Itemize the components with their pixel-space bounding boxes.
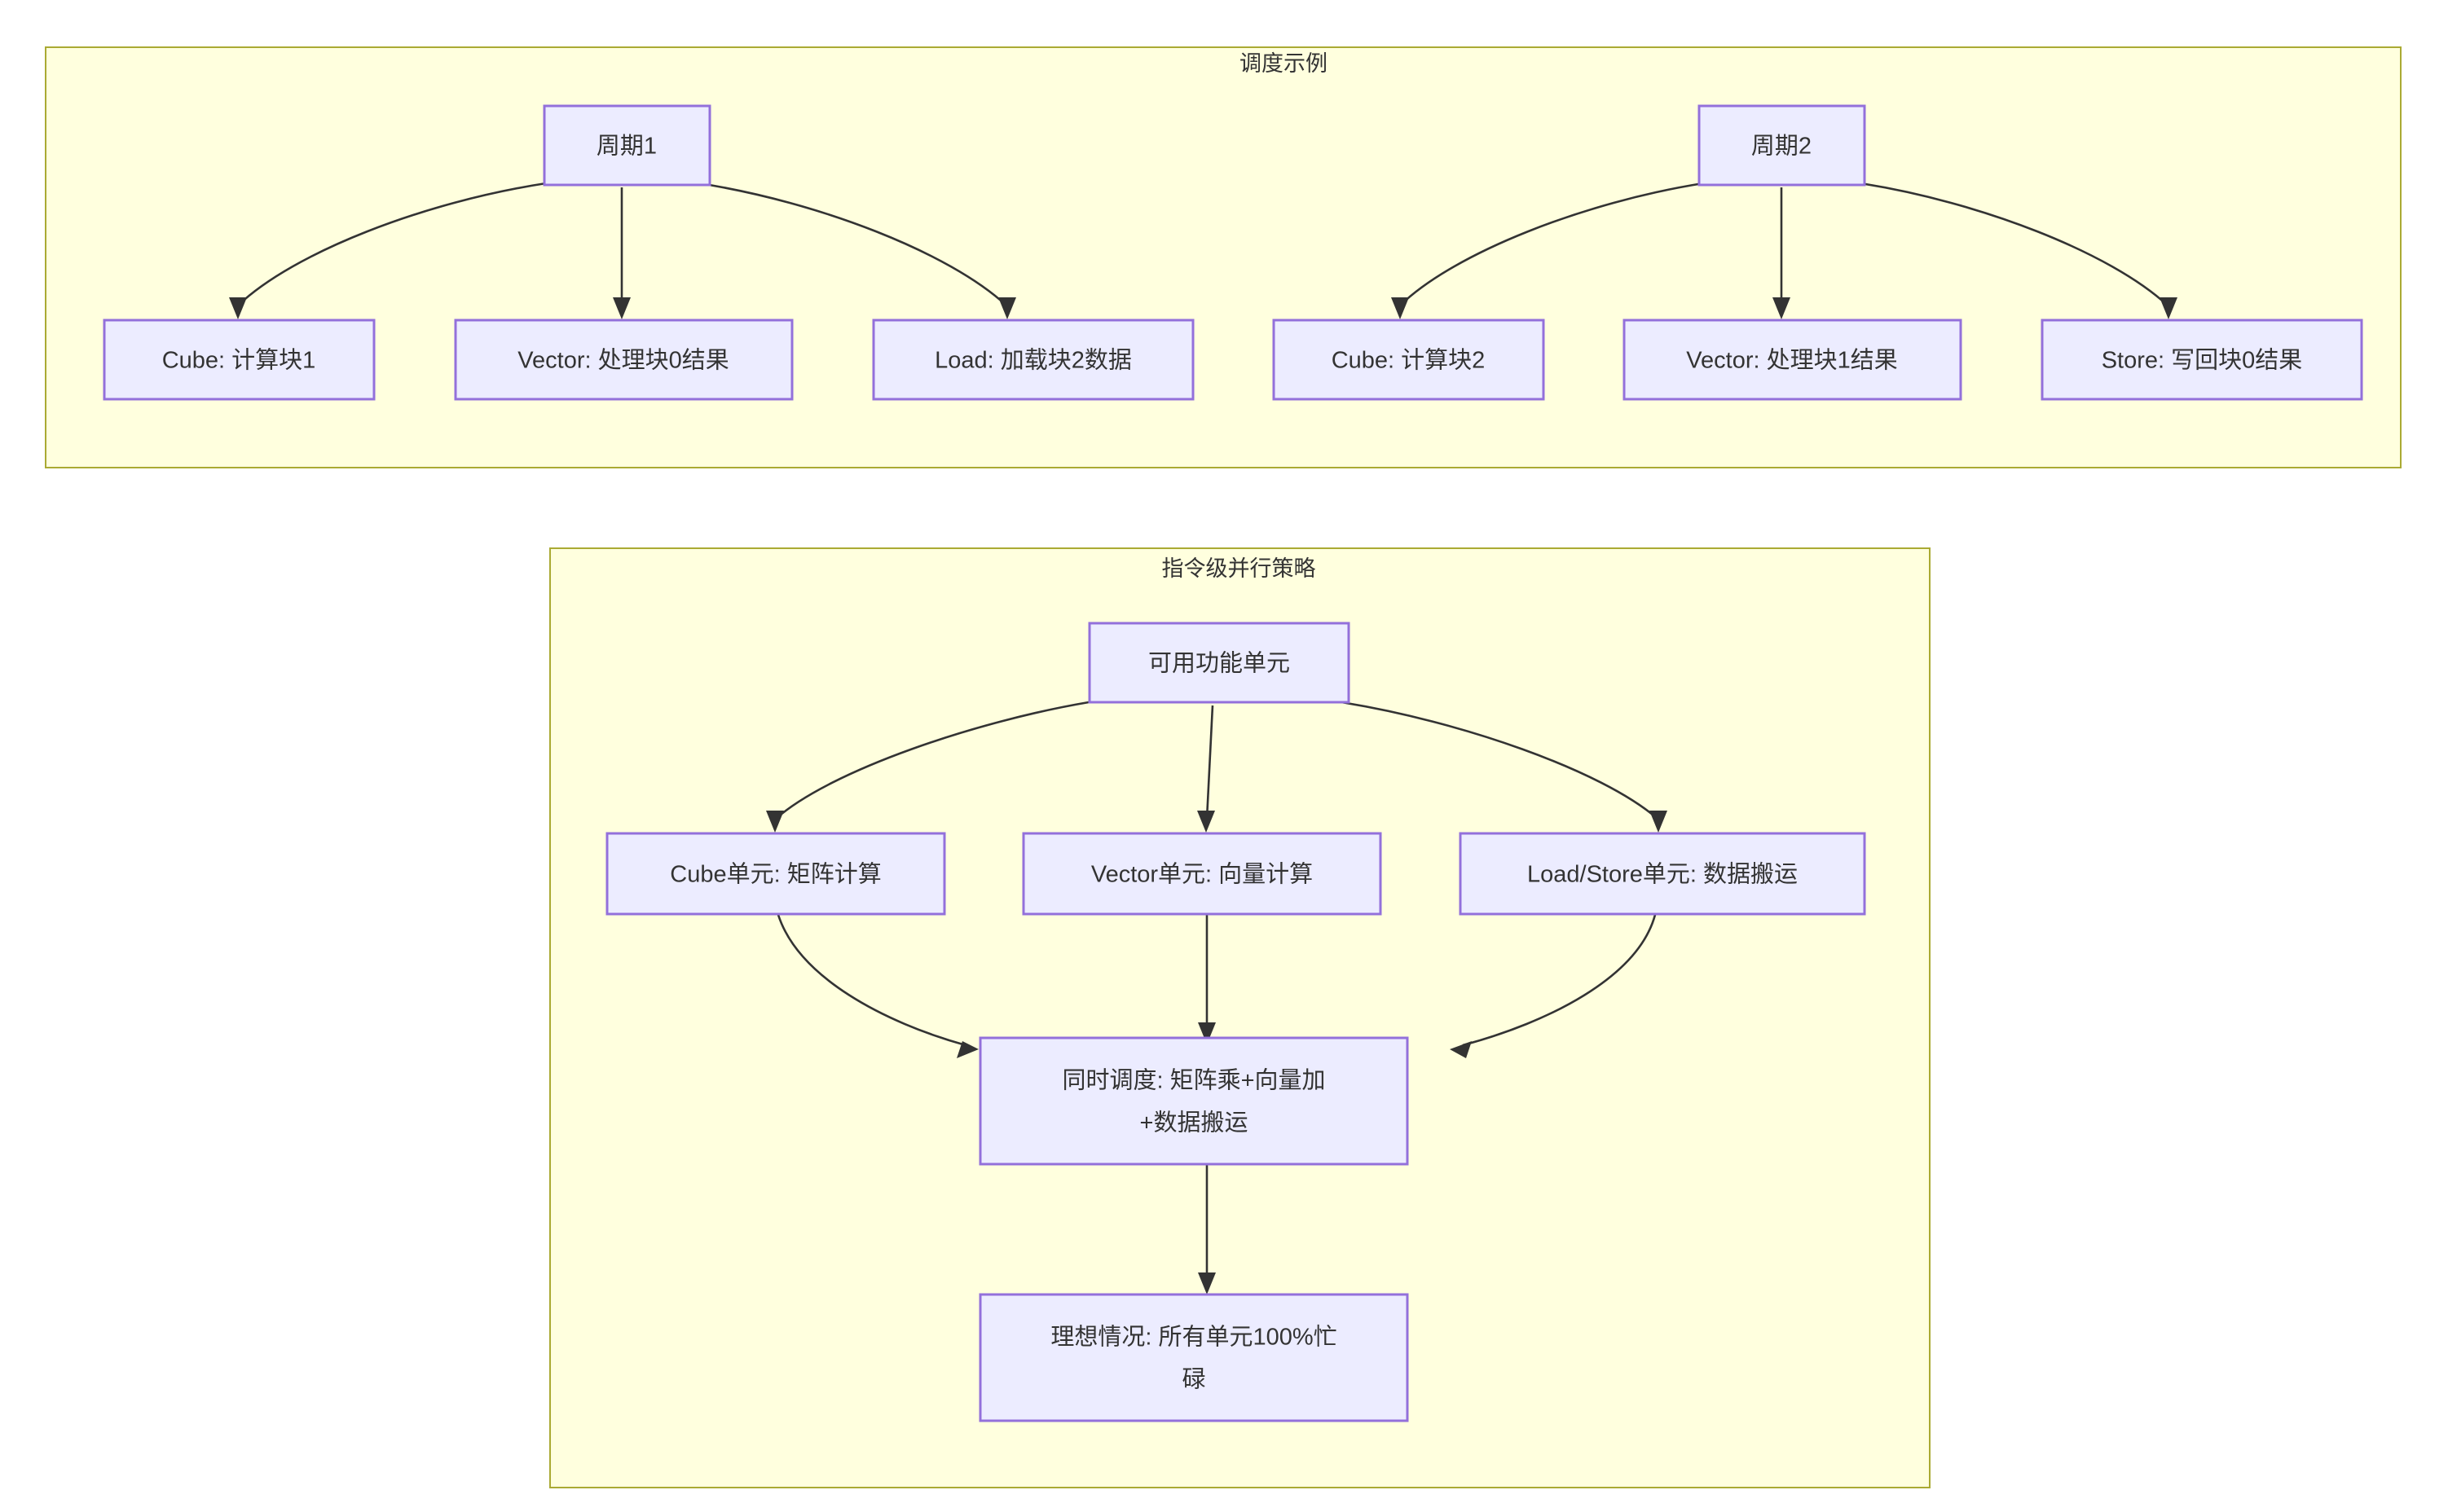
- node-c2-vector[interactable]: Vector: 处理块1结果: [1622, 319, 1962, 401]
- node-vector-unit-box[interactable]: [1022, 832, 1382, 916]
- node-units[interactable]: 可用功能单元: [1088, 622, 1350, 704]
- edge-cycle2-to-store: [1860, 182, 2168, 306]
- node-c1-cube-box[interactable]: [103, 319, 376, 401]
- node-cube-unit-label: Cube单元: 矩阵计算: [670, 861, 881, 888]
- node-c2-store-box[interactable]: [2041, 319, 2363, 401]
- node-cycle1[interactable]: 周期1: [543, 104, 711, 187]
- edge-arrowhead: [1772, 297, 1790, 319]
- node-c1-vector-box[interactable]: [454, 319, 794, 401]
- node-units-label: 可用功能单元: [1148, 650, 1290, 677]
- edge-cube-unit-to-cosched: [777, 914, 966, 1047]
- node-cosched-box[interactable]: [979, 1036, 1409, 1166]
- edge-cycle2-to-cube: [1399, 182, 1704, 306]
- diagram-scheduling-example: 调度示例 周期1 周期2: [45, 46, 2402, 468]
- node-c2-cube-box[interactable]: [1272, 319, 1545, 401]
- edge-arrowhead: [1450, 1041, 1472, 1058]
- node-c2-vector-box[interactable]: [1622, 319, 1962, 401]
- node-c2-store[interactable]: Store: 写回块0结果: [2041, 319, 2363, 401]
- node-c1-load-label: Load: 加载块2数据: [935, 347, 1132, 374]
- node-vector-unit-label: Vector单元: 向量计算: [1091, 861, 1313, 888]
- node-units-box[interactable]: [1088, 622, 1350, 704]
- node-c1-cube[interactable]: Cube: 计算块1: [103, 319, 376, 401]
- node-c1-cube-label: Cube: 计算块1: [162, 347, 316, 374]
- frame-title-scheduling-example: 调度示例: [1239, 51, 1327, 76]
- node-ideal-label-line2: 碌: [1182, 1367, 1205, 1393]
- edge-arrowhead: [2160, 297, 2177, 319]
- node-cube-unit[interactable]: Cube单元: 矩阵计算: [605, 832, 946, 916]
- node-c2-cube-label: Cube: 计算块2: [1332, 347, 1486, 374]
- node-ideal-label-line1: 理想情况: 所有单元100%忙: [1050, 1324, 1336, 1351]
- frame-scheduling-example: [45, 46, 2402, 468]
- edge-arrowhead: [1197, 811, 1215, 833]
- edge-units-to-ls-unit: [1341, 701, 1658, 820]
- node-c1-load-box[interactable]: [872, 319, 1195, 401]
- node-c2-vector-label: Vector: 处理块1结果: [1686, 347, 1897, 374]
- edge-cycle1-to-load: [698, 182, 1007, 306]
- node-c1-vector-label: Vector: 处理块0结果: [517, 347, 729, 374]
- diagram-ilp-strategy: 指令级并行策略 可用功能单元: [549, 547, 1931, 1488]
- edge-ls-unit-to-cosched: [1462, 914, 1657, 1047]
- edge-arrowhead: [766, 811, 784, 833]
- node-cosched[interactable]: 同时调度: 矩阵乘+向量加 +数据搬运: [979, 1036, 1409, 1166]
- edge-arrowhead: [229, 297, 247, 319]
- edge-arrowhead: [613, 297, 631, 319]
- node-cosched-label-line1: 同时调度: 矩阵乘+向量加: [1062, 1067, 1325, 1094]
- node-c2-cube[interactable]: Cube: 计算块2: [1272, 319, 1545, 401]
- node-cosched-label-line2: +数据搬运: [1140, 1110, 1248, 1136]
- edge-units-to-vector-unit: [1205, 705, 1214, 820]
- node-c1-load[interactable]: Load: 加载块2数据: [872, 319, 1195, 401]
- node-ideal-box[interactable]: [979, 1293, 1409, 1422]
- node-ideal[interactable]: 理想情况: 所有单元100%忙 碌: [979, 1293, 1409, 1422]
- node-cycle2-label: 周期2: [1751, 134, 1812, 160]
- node-ls-unit-label: Load/Store单元: 数据搬运: [1527, 861, 1798, 888]
- edge-arrowhead: [1198, 1272, 1216, 1294]
- edge-cycle1-to-cube: [237, 182, 547, 306]
- node-cycle1-box[interactable]: [543, 104, 711, 187]
- node-cycle2-box[interactable]: [1697, 104, 1866, 187]
- node-c1-vector[interactable]: Vector: 处理块0结果: [454, 319, 794, 401]
- edge-units-to-cube-unit: [775, 701, 1090, 820]
- edge-arrowhead: [957, 1041, 979, 1058]
- node-c2-store-label: Store: 写回块0结果: [2102, 347, 2303, 374]
- edge-arrowhead: [1649, 811, 1667, 833]
- frame-title-ilp-strategy: 指令级并行策略: [1162, 556, 1316, 581]
- node-ls-unit-box[interactable]: [1459, 832, 1866, 916]
- edge-arrowhead: [998, 297, 1016, 319]
- node-cube-unit-box[interactable]: [605, 832, 946, 916]
- edge-arrowhead: [1391, 297, 1409, 319]
- node-ls-unit[interactable]: Load/Store单元: 数据搬运: [1459, 832, 1866, 916]
- node-cycle1-label: 周期1: [597, 134, 657, 160]
- node-vector-unit[interactable]: Vector单元: 向量计算: [1022, 832, 1382, 916]
- node-cycle2[interactable]: 周期2: [1697, 104, 1866, 187]
- edge-arrowhead: [1198, 1022, 1216, 1044]
